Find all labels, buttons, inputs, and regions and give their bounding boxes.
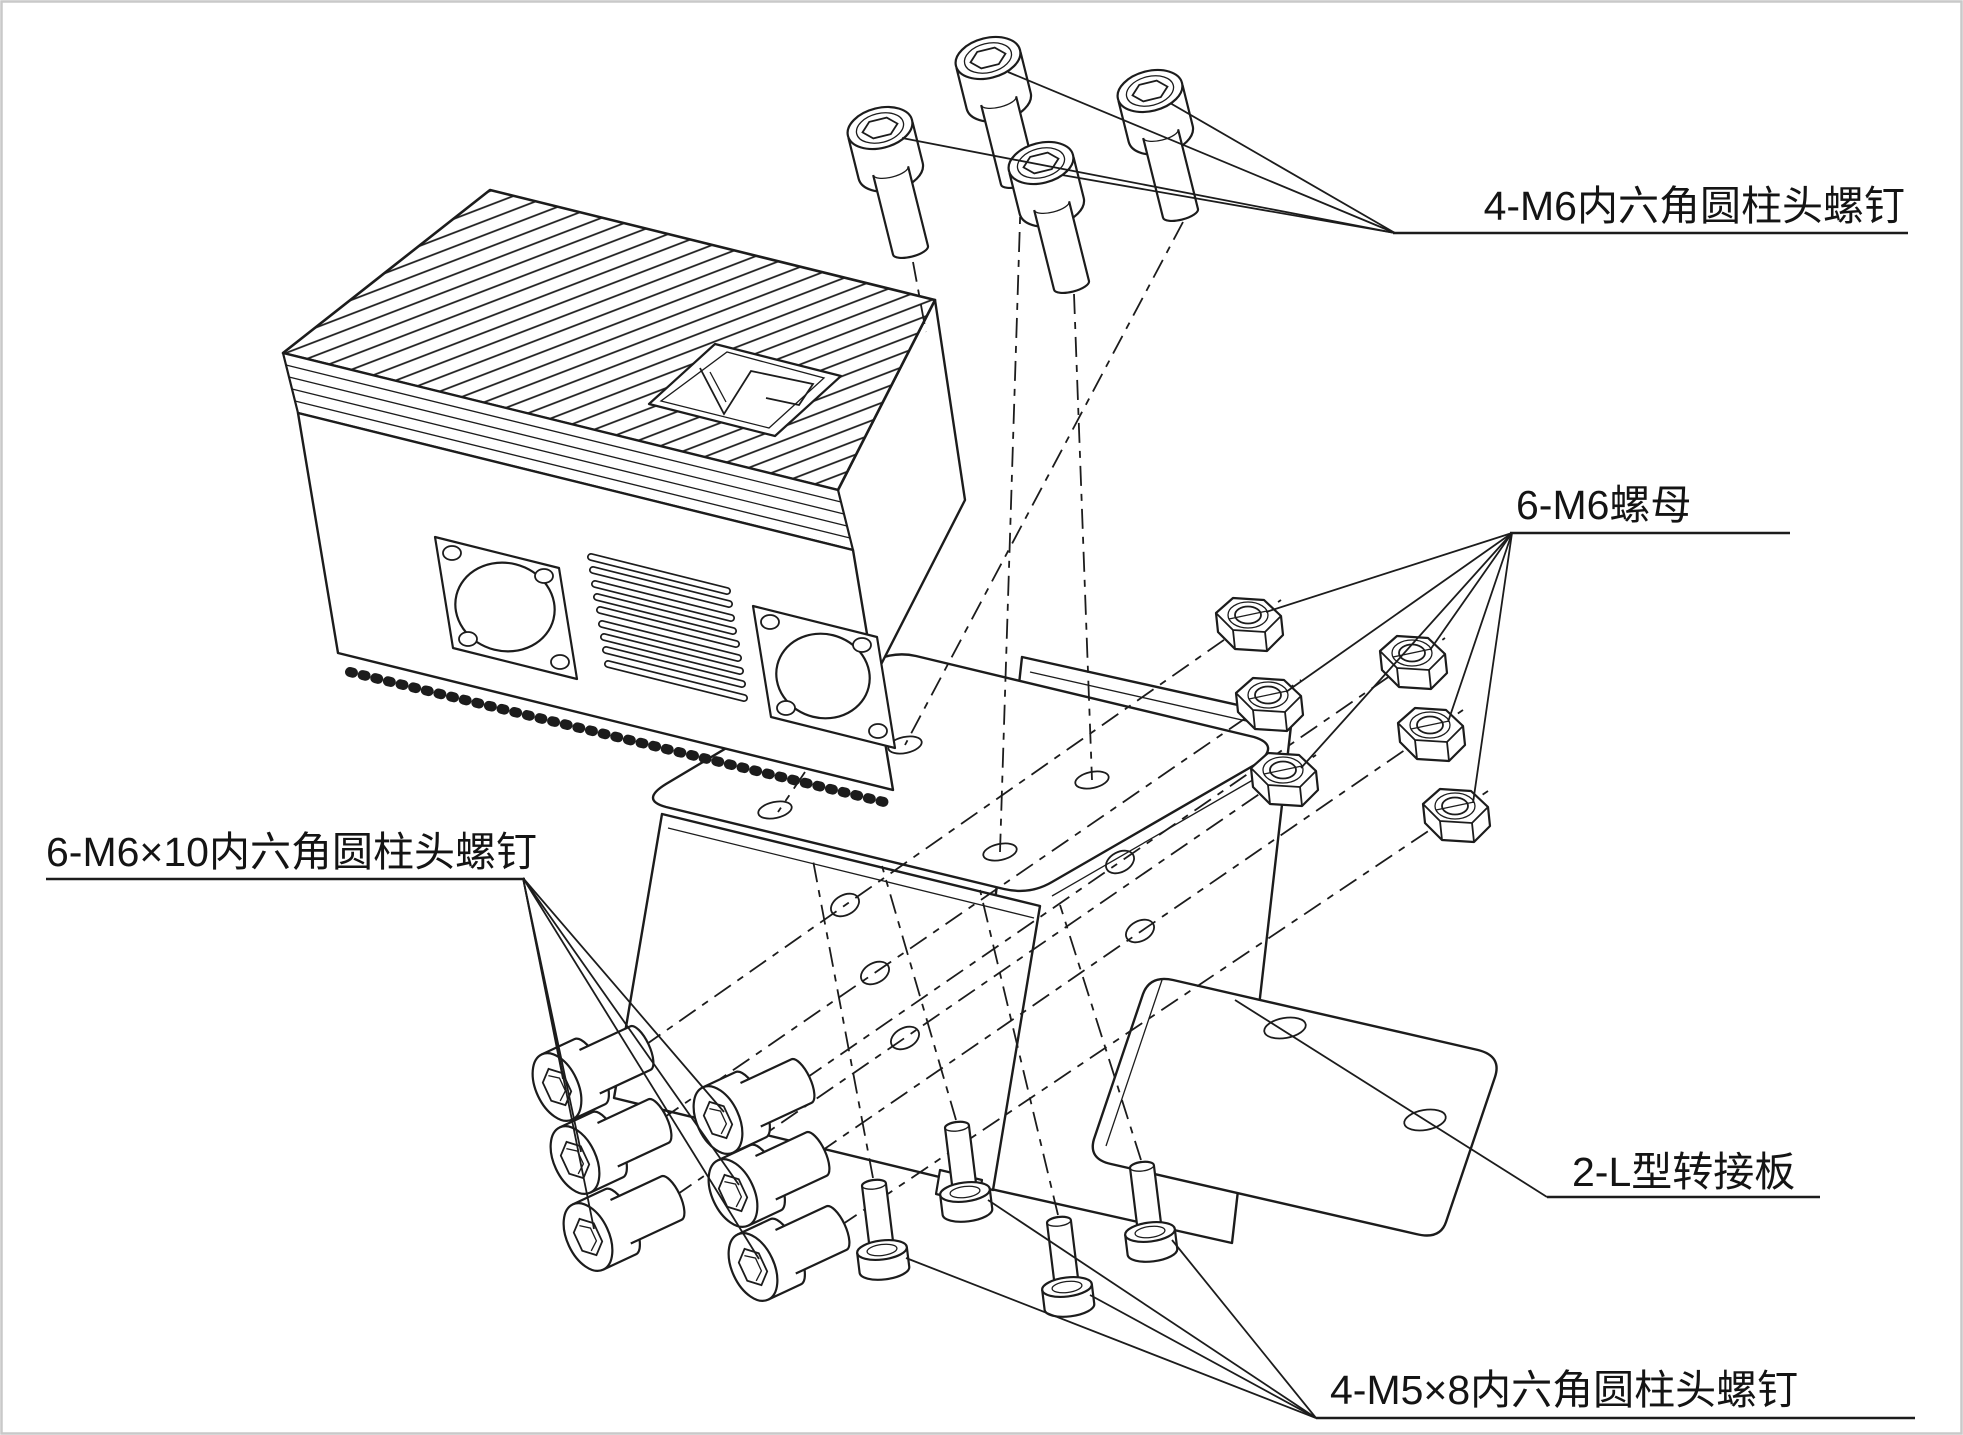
leader-lines-top-screws — [901, 71, 1396, 234]
vent-slots — [587, 553, 748, 702]
device-front-face — [296, 411, 897, 792]
heatsink-device — [281, 188, 967, 808]
label-bottom-screws: 4-M5×8内六角圆柱头螺钉 — [1330, 1367, 1798, 1413]
leader-lines-left-screws — [522, 877, 760, 1260]
leader-lines-bottom-screws — [905, 1199, 1317, 1419]
connector-port-right — [751, 604, 897, 750]
label-left-screws: 6-M6×10内六角圆柱头螺钉 — [46, 829, 537, 875]
callout-labels: 4-M6内六角圆柱头螺钉 6-M6螺母 6-M6×10内六角圆柱头螺钉 2-L型… — [46, 183, 1915, 1420]
label-bracket: 2-L型转接板 — [1572, 1149, 1795, 1195]
label-top-screws: 4-M6内六角圆柱头螺钉 — [1484, 183, 1905, 229]
center-axis-lines — [643, 188, 1489, 1227]
label-nuts: 6-M6螺母 — [1516, 482, 1691, 528]
connector-port-left — [433, 535, 579, 681]
l-bracket-rear-flange — [1091, 977, 1498, 1237]
leader-line-bracket — [1234, 999, 1548, 1198]
leader-lines-nuts — [1265, 532, 1513, 804]
device-logo — [647, 342, 843, 438]
